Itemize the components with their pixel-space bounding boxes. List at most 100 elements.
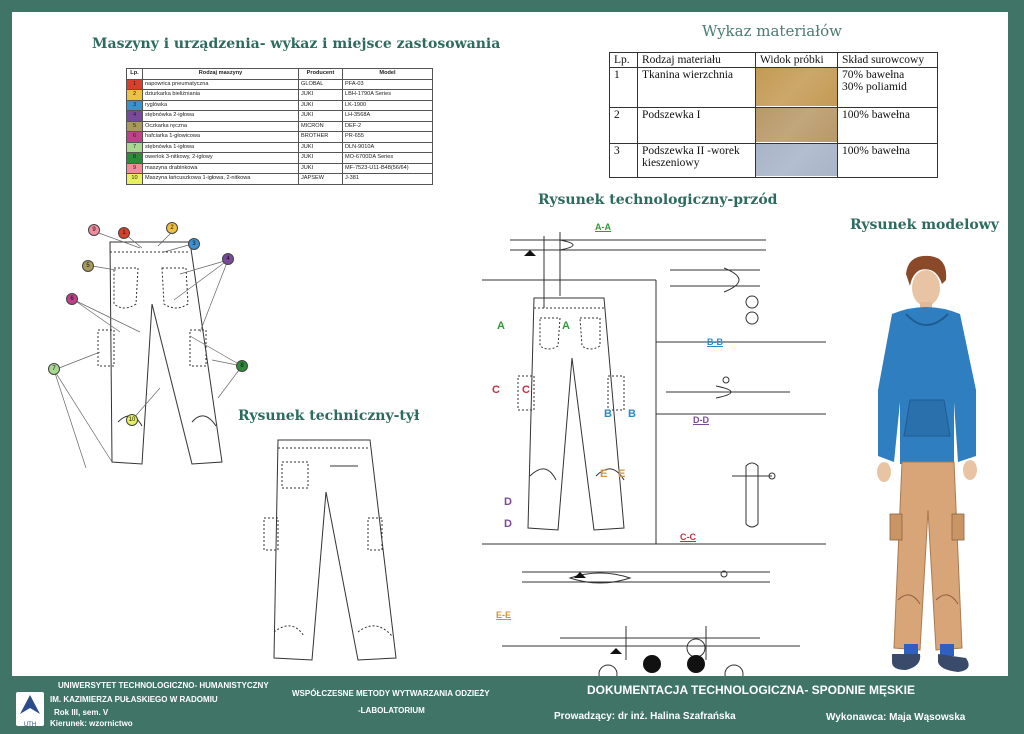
material-name-cell: Podszewka I xyxy=(637,107,756,144)
section-e-left: E xyxy=(600,468,608,480)
machine-producer-cell: JUKI xyxy=(298,152,343,164)
machine-marker: 10 xyxy=(126,414,138,426)
footer-supervisor: Prowadzący: dr inż. Halina Szafrańska xyxy=(554,711,736,722)
composition-line: 70% bawełna xyxy=(842,69,905,81)
machine-producer-cell: JUKI xyxy=(298,141,343,153)
front-drawing-markers xyxy=(53,231,243,469)
machine-model-cell: PR-655 xyxy=(342,131,433,143)
materials-col-header: Rodzaj materiału xyxy=(637,52,756,68)
composition-line: 100% bawełna xyxy=(842,145,911,157)
machine-name-cell: maszyna drabinkowa xyxy=(142,162,299,174)
material-name-cell: Tkanina wierzchnia xyxy=(637,67,756,108)
machine-num-cell: 9 xyxy=(126,162,143,174)
logo-emblem-icon xyxy=(20,695,40,714)
machine-model-cell: DLN-9010A xyxy=(342,141,433,153)
composition-line: 100% bawełna xyxy=(842,109,911,121)
material-swatch-cell xyxy=(755,143,838,178)
machine-marker: 9 xyxy=(88,224,100,236)
footer-major: Kierunek: wzornictwo xyxy=(50,719,133,728)
machine-name-cell: Oczkarka ręczna xyxy=(142,120,299,132)
section-a-left: A xyxy=(497,320,505,332)
model-figure xyxy=(877,255,977,672)
footer-course-line2: -LABOLATORIUM xyxy=(358,706,425,715)
machines-col-header: Lp. xyxy=(126,68,143,80)
materials-col-header: Lp. xyxy=(609,52,638,68)
machine-producer-cell: JUKI xyxy=(298,89,343,101)
machine-num-cell: 1 xyxy=(126,78,143,90)
section-dd-label: D-D xyxy=(693,415,709,425)
machine-num-cell: 3 xyxy=(126,99,143,111)
machine-name-cell: stębnówka 2-igłowa xyxy=(142,110,299,122)
front-tech-drawing xyxy=(482,232,826,676)
section-c-left: C xyxy=(492,384,500,396)
materials-table-wrap: Lp. Rodzaj materiału Widok próbki Skład … xyxy=(609,52,938,178)
section-b-right: B xyxy=(628,408,636,420)
machine-producer-cell: JUKI xyxy=(298,162,343,174)
machine-producer-cell: JAPSEW xyxy=(298,173,343,185)
machine-num-cell: 6 xyxy=(126,131,143,143)
machine-model-cell: LBH-1790A Series xyxy=(342,89,433,101)
section-c-right: C xyxy=(522,384,530,396)
composition-line: 30% poliamid xyxy=(842,81,907,93)
machine-model-cell: J-381 xyxy=(342,173,433,185)
machines-title: Maszyny i urządzenia- wykaz i miejsce za… xyxy=(92,36,501,52)
material-swatch-cell xyxy=(755,67,838,108)
footer-year: Rok III, sem. V xyxy=(54,708,109,717)
material-swatch xyxy=(756,108,837,142)
machine-producer-cell: JUKI xyxy=(298,110,343,122)
machine-model-cell: LK-1900 xyxy=(342,99,433,111)
machines-header-row: Lp. Rodzaj maszyny Producent Model xyxy=(126,68,433,80)
machine-name-cell: stębnówka 1-igłowa xyxy=(142,141,299,153)
machine-name-cell: hafciarka 1-głowicowa xyxy=(142,131,299,143)
machine-num-cell: 2 xyxy=(126,89,143,101)
section-bb-label: B-B xyxy=(707,337,723,347)
material-composition-cell: 100% bawełna xyxy=(837,143,938,178)
machine-model-cell: MO-6700DA Series xyxy=(342,152,433,164)
materials-col-header: Widok próbki xyxy=(755,52,838,68)
material-swatch-cell xyxy=(755,107,838,144)
section-cc-label: C-C xyxy=(680,532,696,542)
materials-title: Wykaz materiałów xyxy=(702,22,842,40)
machines-col-header: Producent xyxy=(298,68,343,80)
machine-producer-cell: GLOBAL xyxy=(298,78,343,90)
materials-col-header: Skład surowcowy xyxy=(837,52,938,68)
section-d-bottom: D xyxy=(504,518,512,530)
material-num-cell: 3 xyxy=(609,143,638,178)
section-ee-label: E-E xyxy=(496,610,512,620)
machine-marker: 6 xyxy=(66,293,78,305)
machine-marker: 2 xyxy=(166,222,178,234)
materials-table: Lp. Rodzaj materiału Widok próbki Skład … xyxy=(609,52,938,178)
material-num-cell: 1 xyxy=(609,67,638,108)
footer-university-line1: UNIWERSYTET TECHNOLOGICZNO- HUMANISTYCZN… xyxy=(58,681,269,690)
materials-header-row: Lp. Rodzaj materiału Widok próbki Skład … xyxy=(609,52,938,68)
machine-producer-cell: MICRON xyxy=(298,120,343,132)
machine-model-cell: MF-7523-U11-B48(56/64) xyxy=(342,162,433,174)
machine-model-cell: PFA-03 xyxy=(342,78,433,90)
machine-marker: 8 xyxy=(236,360,248,372)
front-drawing-title: Rysunek technologiczny-przód xyxy=(538,192,778,208)
machine-model-cell: DEF-2 xyxy=(342,120,433,132)
machine-producer-cell: BROTHER xyxy=(298,131,343,143)
machine-num-cell: 7 xyxy=(126,141,143,153)
material-num-cell: 2 xyxy=(609,107,638,144)
section-d-top: D xyxy=(504,496,512,508)
back-drawing xyxy=(263,439,397,661)
material-name-cell: Podszewka II -worek kieszeniowy xyxy=(637,143,756,178)
document-sheet: Maszyny i urządzenia- wykaz i miejsce za… xyxy=(12,12,1008,676)
machine-num-cell: 4 xyxy=(126,110,143,122)
machine-name-cell: ryglówka xyxy=(142,99,299,111)
